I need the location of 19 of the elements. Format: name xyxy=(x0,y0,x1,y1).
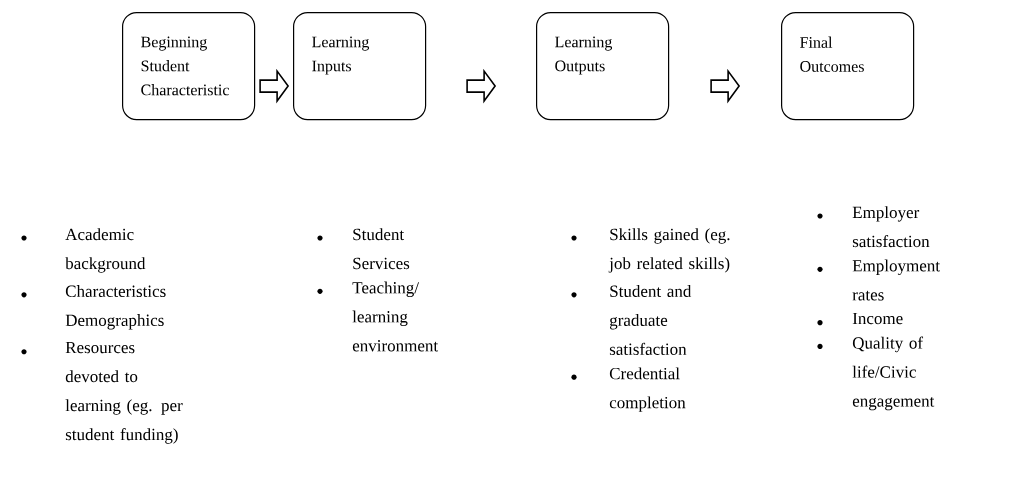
bullet-item: Student and graduate satisfaction xyxy=(571,285,692,355)
bullet-item: Quality of life/Civic engagement xyxy=(817,336,935,411)
process-box: Learning Inputs xyxy=(293,12,427,121)
block-arrow xyxy=(466,68,497,104)
bullet-item: Skills gained (eg. job related skills) xyxy=(571,228,730,273)
process-box: Learning Outputs xyxy=(536,12,670,121)
bullet-item: Student Services xyxy=(317,228,410,270)
bullet-item: Teaching/ learning environment xyxy=(317,281,439,352)
bullet-item: Employer satisfaction xyxy=(817,206,930,248)
bullet-item: Income xyxy=(817,312,903,326)
process-box: Final Outcomes xyxy=(781,12,915,121)
process-box: Beginning Student Characteristic xyxy=(122,12,256,121)
bullet-item: Credential completion xyxy=(571,367,686,412)
bullet-item: Employment rates xyxy=(817,259,940,301)
bullet-item: Resources devoted to learning (eg. per student funding) xyxy=(21,341,183,444)
bullet-item: Academic background xyxy=(21,228,146,273)
block-arrow xyxy=(710,68,741,104)
bullet-item: Characteristics Demographics xyxy=(21,285,166,330)
block-arrow xyxy=(259,68,290,104)
